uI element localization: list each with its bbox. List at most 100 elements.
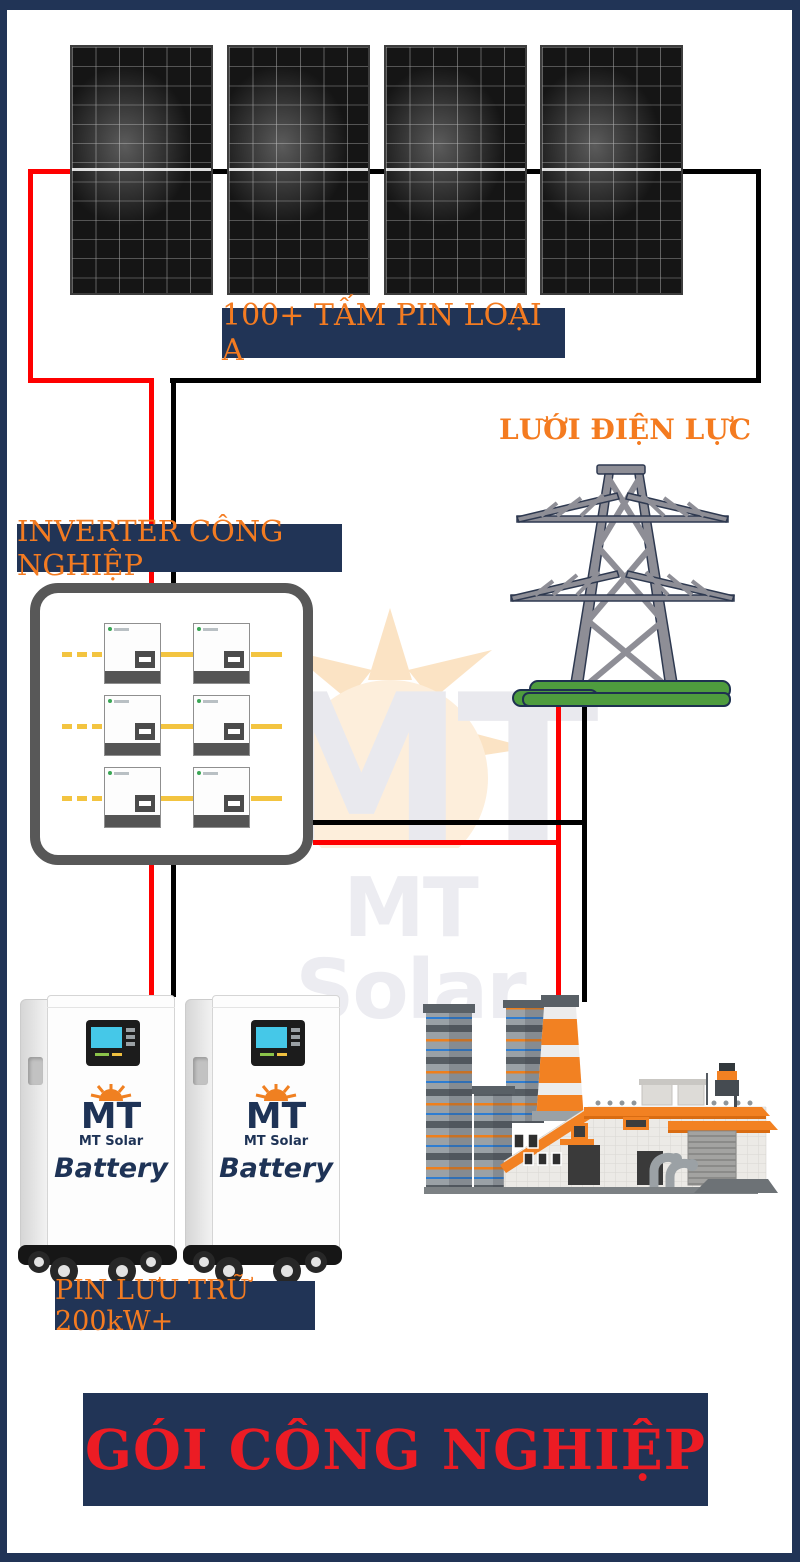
solar-array-label-text: 100+ TẤM PIN LOẠI A bbox=[222, 298, 542, 368]
inverter-display bbox=[135, 651, 155, 668]
inverter-brand-logo bbox=[108, 771, 112, 775]
battery-button bbox=[126, 1042, 135, 1046]
ac-link-line bbox=[251, 796, 282, 801]
caster-wheel bbox=[108, 1257, 136, 1285]
battery-logo: MT MT Solar Battery bbox=[47, 1083, 175, 1184]
inverter-brand-wordmark bbox=[114, 628, 129, 631]
battery-top-seam bbox=[212, 1007, 340, 1008]
inverter-unit bbox=[104, 623, 161, 684]
inverter-brand-logo bbox=[108, 627, 112, 631]
sun-icon bbox=[90, 1084, 132, 1101]
inverter-brand-wordmark bbox=[114, 772, 129, 775]
battery-button bbox=[126, 1035, 135, 1039]
frame-border-top bbox=[0, 0, 800, 10]
battery-top-seam bbox=[47, 1007, 175, 1008]
inverter-brand-wordmark bbox=[203, 700, 218, 703]
battery-button bbox=[291, 1035, 300, 1039]
ac-link-line bbox=[161, 652, 194, 657]
battery-button bbox=[291, 1028, 300, 1032]
wire-black-top-horizontal bbox=[170, 378, 761, 383]
wire-black-panel-gap-1 bbox=[213, 169, 227, 174]
battery-storage-label: PIN LƯU TRỮ 200kW+ bbox=[55, 1275, 315, 1337]
wire-black-panel-gap-2 bbox=[370, 169, 384, 174]
battery-lcd-screen bbox=[91, 1027, 122, 1048]
battery-button bbox=[126, 1028, 135, 1032]
wire-red-left-horizontal bbox=[28, 378, 154, 383]
wire-red-left-vertical bbox=[28, 169, 33, 383]
caster-wheel bbox=[28, 1251, 50, 1273]
inverter-unit bbox=[104, 767, 161, 828]
caster-wheel bbox=[50, 1257, 78, 1285]
inverter-label-text: INVERTER CÔNG NGHIỆP bbox=[17, 514, 284, 582]
caster-wheel bbox=[140, 1251, 162, 1273]
wire-red-panel-left bbox=[28, 169, 73, 174]
ac-link-line bbox=[161, 796, 194, 801]
inverter-base-band bbox=[194, 815, 249, 827]
battery-button bbox=[291, 1042, 300, 1046]
battery-storage-label-text: PIN LƯU TRỮ 200kW+ bbox=[55, 1274, 250, 1337]
battery-display bbox=[251, 1020, 305, 1066]
inverter-display bbox=[135, 723, 155, 740]
inverter-brand-logo bbox=[197, 627, 201, 631]
wire-red-inverter-to-grid bbox=[313, 840, 561, 845]
battery-logo-brand: MT Solar bbox=[78, 1134, 144, 1150]
solar-array-label: 100+ TẤM PIN LOẠI A bbox=[222, 298, 565, 368]
inverter-brand-wordmark bbox=[203, 628, 218, 631]
sun-icon bbox=[255, 1084, 297, 1101]
ac-link-line bbox=[251, 652, 282, 657]
inverter-unit bbox=[193, 623, 250, 684]
ac-link-line bbox=[251, 724, 282, 729]
inverter-base-band bbox=[105, 671, 160, 683]
grass-base bbox=[512, 680, 731, 707]
battery-logo: MT MT Solar Battery bbox=[212, 1083, 340, 1184]
wire-black-grid-to-factory bbox=[582, 705, 587, 1002]
caster-wheel bbox=[305, 1251, 327, 1273]
utility-grid-label-text: LƯỚI ĐIỆN LỰC bbox=[499, 413, 751, 446]
inverter-brand-logo bbox=[197, 771, 201, 775]
package-title-text: GÓI CÔNG NGHIỆP bbox=[84, 1417, 707, 1482]
wire-red-to-inverter bbox=[149, 378, 154, 593]
wire-black-inverter-to-grid bbox=[313, 820, 587, 825]
battery-logo-mt: MT bbox=[245, 1096, 307, 1137]
ac-link-line bbox=[161, 724, 194, 729]
inverter-cabinet bbox=[30, 583, 313, 865]
battery-handle bbox=[28, 1057, 43, 1085]
inverter-brand-wordmark bbox=[114, 700, 129, 703]
dc-dash-line bbox=[62, 652, 108, 657]
inverter-display bbox=[224, 723, 244, 740]
inverter-brand-logo bbox=[108, 699, 112, 703]
battery-logo-product: Battery bbox=[54, 1153, 168, 1185]
battery-display bbox=[86, 1020, 140, 1066]
inverter-display bbox=[135, 795, 155, 812]
frame-border-left bbox=[0, 10, 7, 1562]
wire-black-to-battery bbox=[171, 855, 176, 997]
inverter-label: INVERTER CÔNG NGHIỆP bbox=[17, 514, 342, 582]
battery-logo-mt: MT bbox=[80, 1096, 142, 1137]
battery-lcd-screen bbox=[256, 1027, 287, 1048]
battery-handle bbox=[193, 1057, 208, 1085]
battery-logo-brand: MT Solar bbox=[243, 1134, 309, 1150]
wire-black-right-vertical bbox=[756, 169, 761, 383]
transmission-tower-icon bbox=[509, 464, 736, 707]
battery-side-panel bbox=[185, 999, 215, 1251]
inverter-display bbox=[224, 795, 244, 812]
dc-dash-line bbox=[62, 724, 108, 729]
inverter-base-band bbox=[105, 815, 160, 827]
inverter-brand-logo bbox=[197, 699, 201, 703]
frame-border-bottom bbox=[0, 1553, 800, 1562]
wire-black-to-inverter bbox=[171, 380, 176, 593]
wire-red-to-battery bbox=[149, 855, 154, 997]
wire-black-panel-right bbox=[683, 169, 761, 174]
solar-panel bbox=[384, 45, 527, 295]
utility-grid-label: LƯỚI ĐIỆN LỰC bbox=[495, 413, 755, 446]
inverter-base-band bbox=[194, 671, 249, 683]
inverter-unit bbox=[193, 695, 250, 756]
solar-panel bbox=[227, 45, 370, 295]
solar-panel bbox=[70, 45, 213, 295]
wire-red-grid-to-factory bbox=[556, 705, 561, 997]
dc-dash-line bbox=[62, 796, 108, 801]
caster-wheel bbox=[215, 1257, 243, 1285]
caster-wheel bbox=[273, 1257, 301, 1285]
wire-black-panel-gap-3 bbox=[527, 169, 540, 174]
